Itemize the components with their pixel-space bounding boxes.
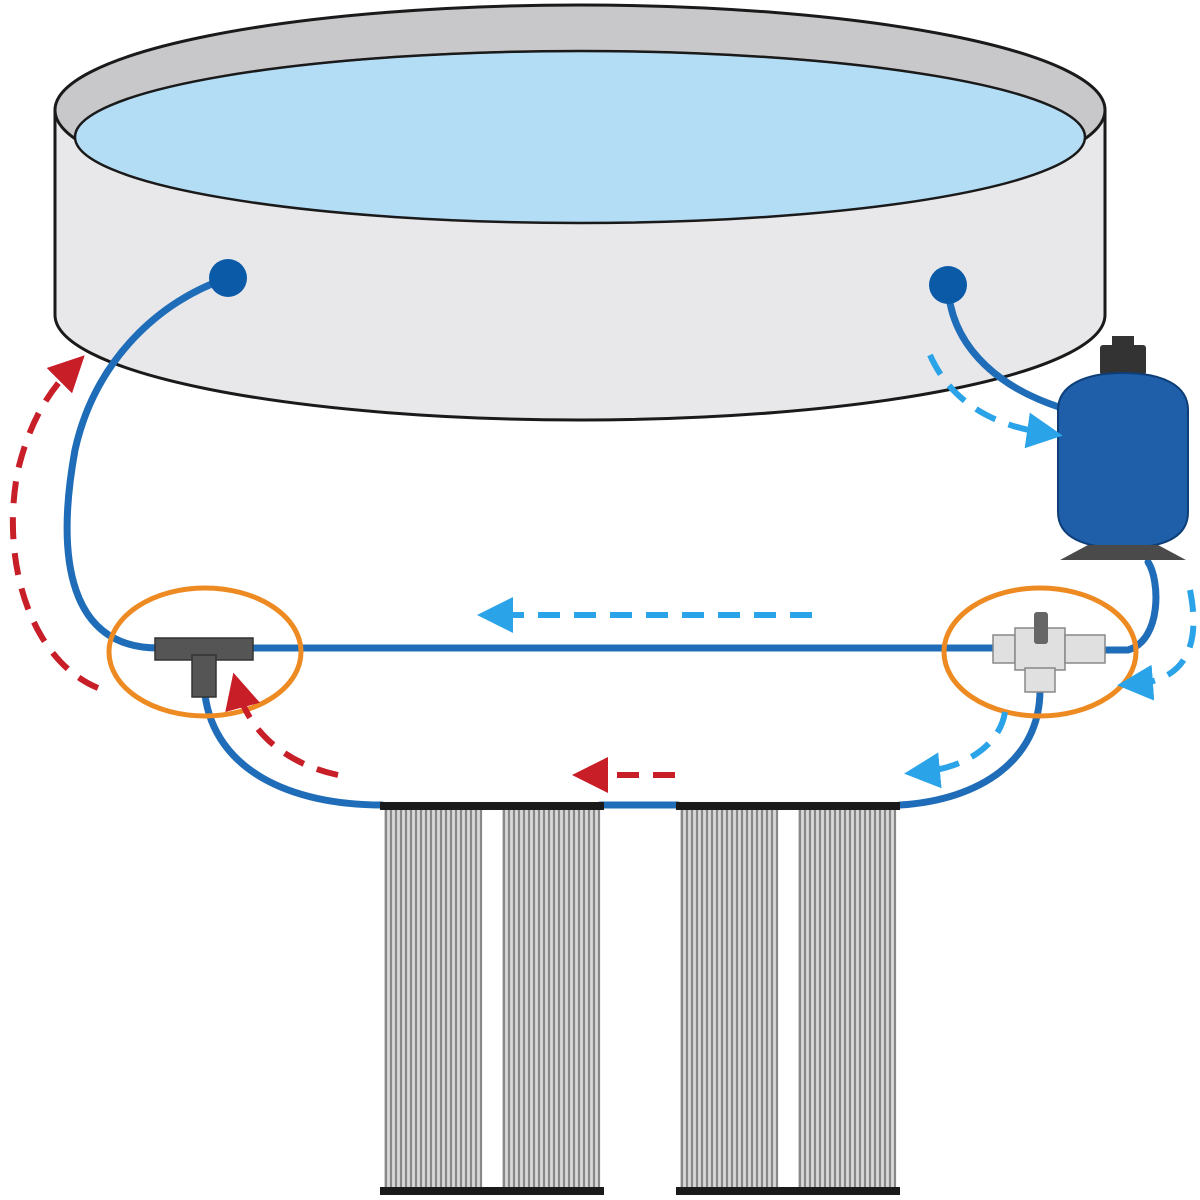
tee-highlight-ring (106, 585, 304, 719)
collector-bottom-header (676, 1187, 900, 1195)
cold-flow-valve-to-collector (904, 711, 1008, 789)
pool-inner-wall (74, 50, 1086, 138)
valve-handle (1034, 612, 1048, 644)
filter-valve-top (1112, 336, 1134, 348)
filter-tank (1057, 371, 1189, 550)
suction-pipe (944, 281, 1066, 412)
flow-arrows (9, 353, 1197, 793)
filter-outlet-pipe (1098, 558, 1160, 654)
solar-collectors (380, 802, 900, 1195)
pipes (63, 274, 1160, 809)
collector-panel (502, 808, 600, 1189)
collector-bottom-header (380, 1187, 604, 1195)
collector-panel (680, 808, 778, 1189)
filter-base (1060, 545, 1186, 560)
collector-top-header (676, 802, 900, 810)
collector-top-header (380, 802, 604, 810)
hot-flow-tee-to-pool (9, 355, 100, 691)
collector-panel (798, 808, 896, 1189)
valve-highlight-ring (941, 585, 1139, 719)
three-way-valve (992, 612, 1106, 693)
collector-to-tee-pipe (201, 691, 386, 809)
t-connector (154, 637, 254, 698)
solar-collector-2 (676, 802, 900, 1195)
return-pipe (63, 274, 232, 652)
valve-to-collector-pipe (896, 686, 1044, 809)
cold-flow-filter-to-valve (1117, 589, 1197, 701)
solar-collector-1 (380, 802, 604, 1195)
hot-flow-collector-to-tee (225, 672, 339, 778)
pool (53, 3, 1107, 422)
sand-filter-pump (1057, 336, 1189, 560)
pool-inlet-joint (209, 259, 247, 297)
collector-panel (384, 808, 482, 1189)
cold-flow-pool-to-filter (927, 353, 1063, 449)
pool-water (73, 49, 1087, 225)
filter-valve-cap (1100, 345, 1146, 375)
pool-outlet-joint (929, 266, 967, 304)
